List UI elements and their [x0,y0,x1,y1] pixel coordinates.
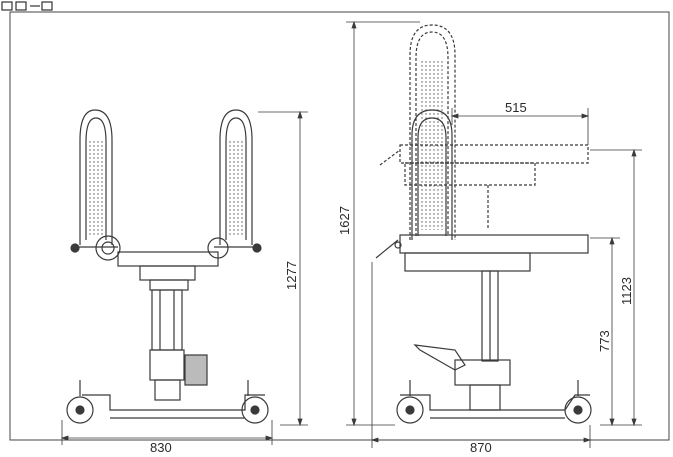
side-pump [454,359,511,386]
front-right-wheel [241,380,269,424]
lowered-seat [375,234,589,272]
left-backrest [70,109,118,253]
base-length-label: 870 [470,440,492,455]
front-seat-bar [117,251,219,267]
front-view [66,109,269,424]
front-height-label: 1277 [284,261,299,290]
lowered-seat-label: 773 [597,330,612,352]
front-base [82,394,265,411]
drawing-caption-fragment [0,0,60,12]
front-dimensions [60,110,308,445]
side-dimensions [346,20,642,448]
side-base [400,394,590,411]
raised-seat-label: 1123 [619,277,634,305]
front-column [151,289,183,351]
raised-seat [379,144,589,230]
arm-length-label: 515 [505,100,527,115]
left-joint [95,235,121,261]
front-width-label: 830 [150,440,172,455]
foot-pedal [413,344,466,371]
side-right-wheel [564,380,592,424]
total-height-label: 1627 [337,206,352,235]
side-view [375,24,592,424]
caption-glyphs [1,1,53,11]
front-left-wheel [66,380,94,424]
raised-backrest [409,24,456,240]
side-left-wheel [396,380,424,424]
right-backrest [214,109,262,253]
drawing-frame [9,11,670,441]
lowered-backrest [411,109,453,240]
